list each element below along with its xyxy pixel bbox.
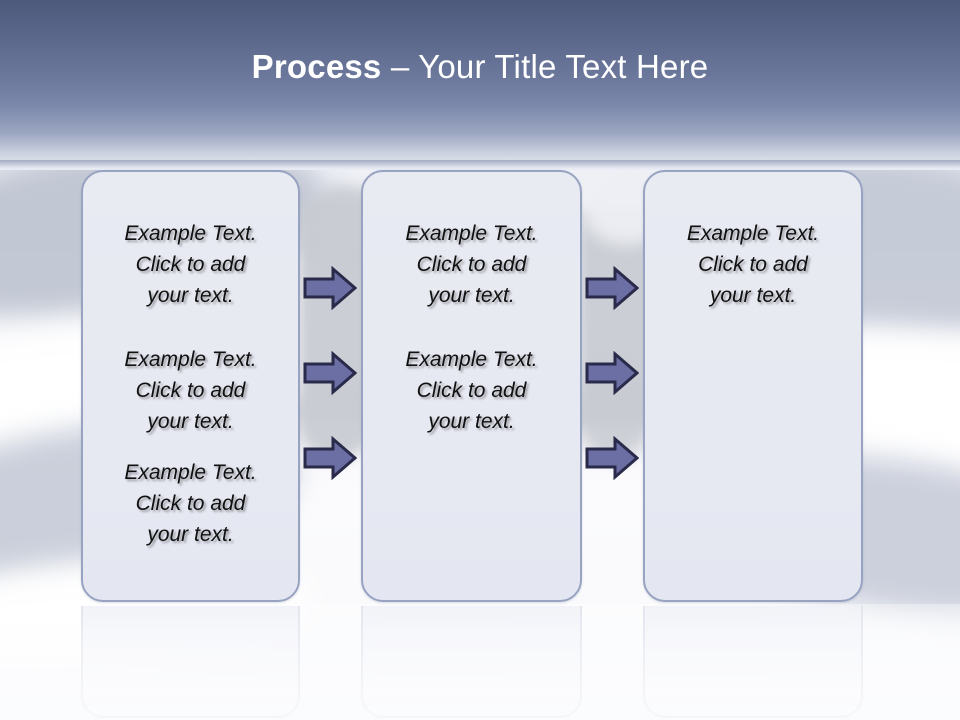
process-box-2-text-2[interactable]: Example Text. Click to add your text.	[405, 348, 538, 433]
page-title-rest: – Your Title Text Here	[381, 48, 709, 85]
page-title-bold: Process	[251, 48, 382, 85]
arrow-right-icon-2c[interactable]	[585, 436, 639, 480]
background-header-gradient	[0, 0, 960, 170]
process-box-1[interactable]: Example Text. Click to add your text. Ex…	[81, 170, 300, 602]
process-box-3-reflection	[643, 606, 863, 718]
arrow-right-icon-1a[interactable]	[303, 266, 357, 310]
background-horizon-line	[0, 160, 960, 168]
arrow-right-icon-1b[interactable]	[303, 351, 357, 395]
process-box-3-text-1[interactable]: Example Text. Click to add your text.	[686, 222, 820, 307]
process-box-1-reflection	[81, 606, 300, 718]
process-box-3[interactable]: Example Text. Click to add your text.	[643, 170, 863, 602]
arrow-right-icon-1c[interactable]	[303, 436, 357, 480]
process-box-1-text-3[interactable]: Example Text. Click to add your text.	[124, 461, 257, 546]
arrow-right-icon-2a[interactable]	[585, 266, 639, 310]
process-box-1-text-1[interactable]: Example Text. Click to add your text.	[124, 222, 257, 307]
arrow-right-icon-2b[interactable]	[585, 351, 639, 395]
process-box-2-reflection	[361, 606, 582, 718]
page-title: Process – Your Title Text Here	[0, 48, 960, 86]
process-box-2[interactable]: Example Text. Click to add your text. Ex…	[361, 170, 582, 602]
process-box-2-text-1[interactable]: Example Text. Click to add your text.	[405, 222, 538, 307]
process-box-1-text-2[interactable]: Example Text. Click to add your text.	[124, 348, 257, 433]
